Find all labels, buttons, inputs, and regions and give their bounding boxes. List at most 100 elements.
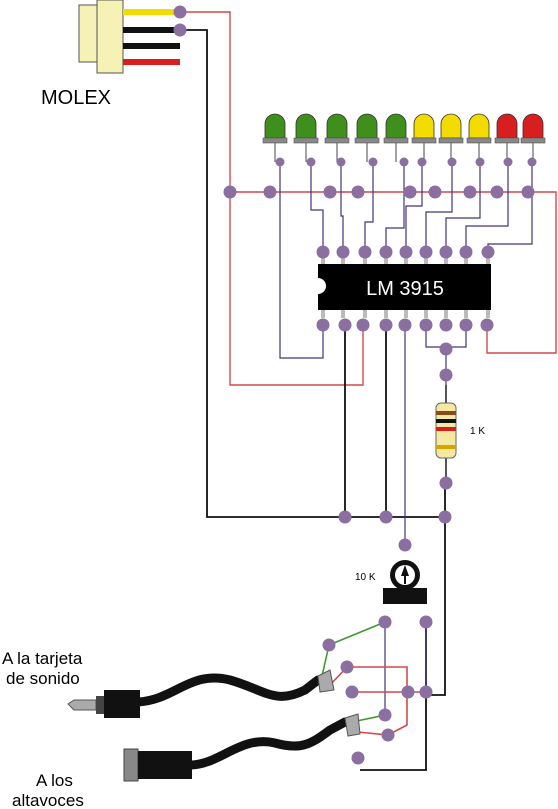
junction-node xyxy=(378,708,392,722)
junction-node xyxy=(263,185,277,199)
led-lead-node xyxy=(306,157,316,167)
chip-pin xyxy=(444,310,448,318)
led-icon xyxy=(354,113,380,162)
junction-node xyxy=(381,728,395,742)
resistor-icon xyxy=(435,385,457,480)
chip-pin xyxy=(384,310,388,318)
audio-cables xyxy=(133,673,350,770)
chip-pin xyxy=(404,310,408,318)
chip-icon xyxy=(318,256,491,318)
chip-label: LM 3915 xyxy=(366,278,444,300)
junction-node xyxy=(401,685,415,699)
junction-node xyxy=(403,185,417,199)
led-lead-node xyxy=(503,157,513,167)
junction-node xyxy=(398,318,412,332)
junction-node xyxy=(173,23,187,37)
black-ground-wire xyxy=(180,29,446,771)
junction-node xyxy=(490,185,504,199)
junction-node xyxy=(438,510,452,524)
led-lead-node xyxy=(475,157,485,167)
chip-pin xyxy=(486,310,490,318)
junction-node xyxy=(481,245,495,259)
junction-node xyxy=(521,185,535,199)
junction-node xyxy=(463,185,477,199)
led-lead-node xyxy=(527,157,537,167)
junction-node xyxy=(340,660,354,674)
junction-node xyxy=(439,476,453,490)
led-lead-node xyxy=(336,157,346,167)
junction-node xyxy=(322,638,336,652)
chip-pin xyxy=(464,256,468,264)
junction-node xyxy=(419,245,433,259)
chip-pin xyxy=(404,256,408,264)
chip-pin xyxy=(424,256,428,264)
junction-node xyxy=(336,245,350,259)
junction-node xyxy=(428,185,442,199)
led-icon xyxy=(324,113,350,162)
chip-pin xyxy=(384,256,388,264)
led-bar xyxy=(262,113,546,162)
led-icon xyxy=(262,113,288,162)
audio-socket-icon xyxy=(123,748,192,782)
junction-node xyxy=(223,185,237,199)
junction-node xyxy=(338,318,352,332)
molex-connector-icon xyxy=(78,0,180,74)
chip-pin xyxy=(321,310,325,318)
chip-pin xyxy=(444,256,448,264)
led-lead-node xyxy=(275,157,285,167)
junction-node xyxy=(351,751,365,765)
junction-node xyxy=(356,318,370,332)
led-icon xyxy=(466,113,492,162)
junction-nodes xyxy=(173,5,537,765)
led-icon xyxy=(411,113,437,162)
junction-node xyxy=(439,245,453,259)
chip-pin xyxy=(464,310,468,318)
junction-node xyxy=(480,318,494,332)
output-label-line2: altavoces xyxy=(12,791,84,809)
pot-value-label: 10 K xyxy=(355,572,376,583)
junction-node xyxy=(345,685,359,699)
led-lead-node xyxy=(399,157,409,167)
chip-pin xyxy=(321,256,325,264)
chip-pin xyxy=(341,310,345,318)
junction-node xyxy=(358,245,372,259)
led-icon xyxy=(383,113,409,162)
chip-pin xyxy=(424,310,428,318)
junction-node xyxy=(419,685,433,699)
chip-pin xyxy=(486,256,490,264)
junction-node xyxy=(173,5,187,19)
junction-node xyxy=(459,245,473,259)
chip-pin xyxy=(363,256,367,264)
junction-node xyxy=(338,510,352,524)
potentiometer-icon xyxy=(383,560,427,604)
input-label-line1: A la tarjeta xyxy=(2,649,83,668)
molex-label: MOLEX xyxy=(41,87,111,109)
junction-node xyxy=(351,185,365,199)
junction-node xyxy=(378,615,392,629)
jack-connector-tips xyxy=(317,669,361,737)
audio-jack-icon xyxy=(67,690,140,718)
led-icon xyxy=(293,113,319,162)
output-label-line1: A los xyxy=(36,771,73,790)
junction-node xyxy=(459,318,473,332)
junction-node xyxy=(399,245,413,259)
blue-signal-wires xyxy=(279,162,533,715)
junction-node xyxy=(398,538,412,552)
junction-node xyxy=(419,615,433,629)
junction-node xyxy=(439,368,453,382)
junction-node xyxy=(323,185,337,199)
junction-node xyxy=(419,318,433,332)
junction-node xyxy=(379,245,393,259)
led-icon xyxy=(520,113,546,162)
chip-pin xyxy=(341,256,345,264)
led-lead-node xyxy=(368,157,378,167)
junction-node xyxy=(439,318,453,332)
junction-node xyxy=(316,318,330,332)
led-lead-node xyxy=(447,157,457,167)
led-icon xyxy=(438,113,464,162)
led-icon xyxy=(494,113,520,162)
chip-pin xyxy=(363,310,367,318)
junction-node xyxy=(439,342,453,356)
led-lead-node xyxy=(417,157,427,167)
